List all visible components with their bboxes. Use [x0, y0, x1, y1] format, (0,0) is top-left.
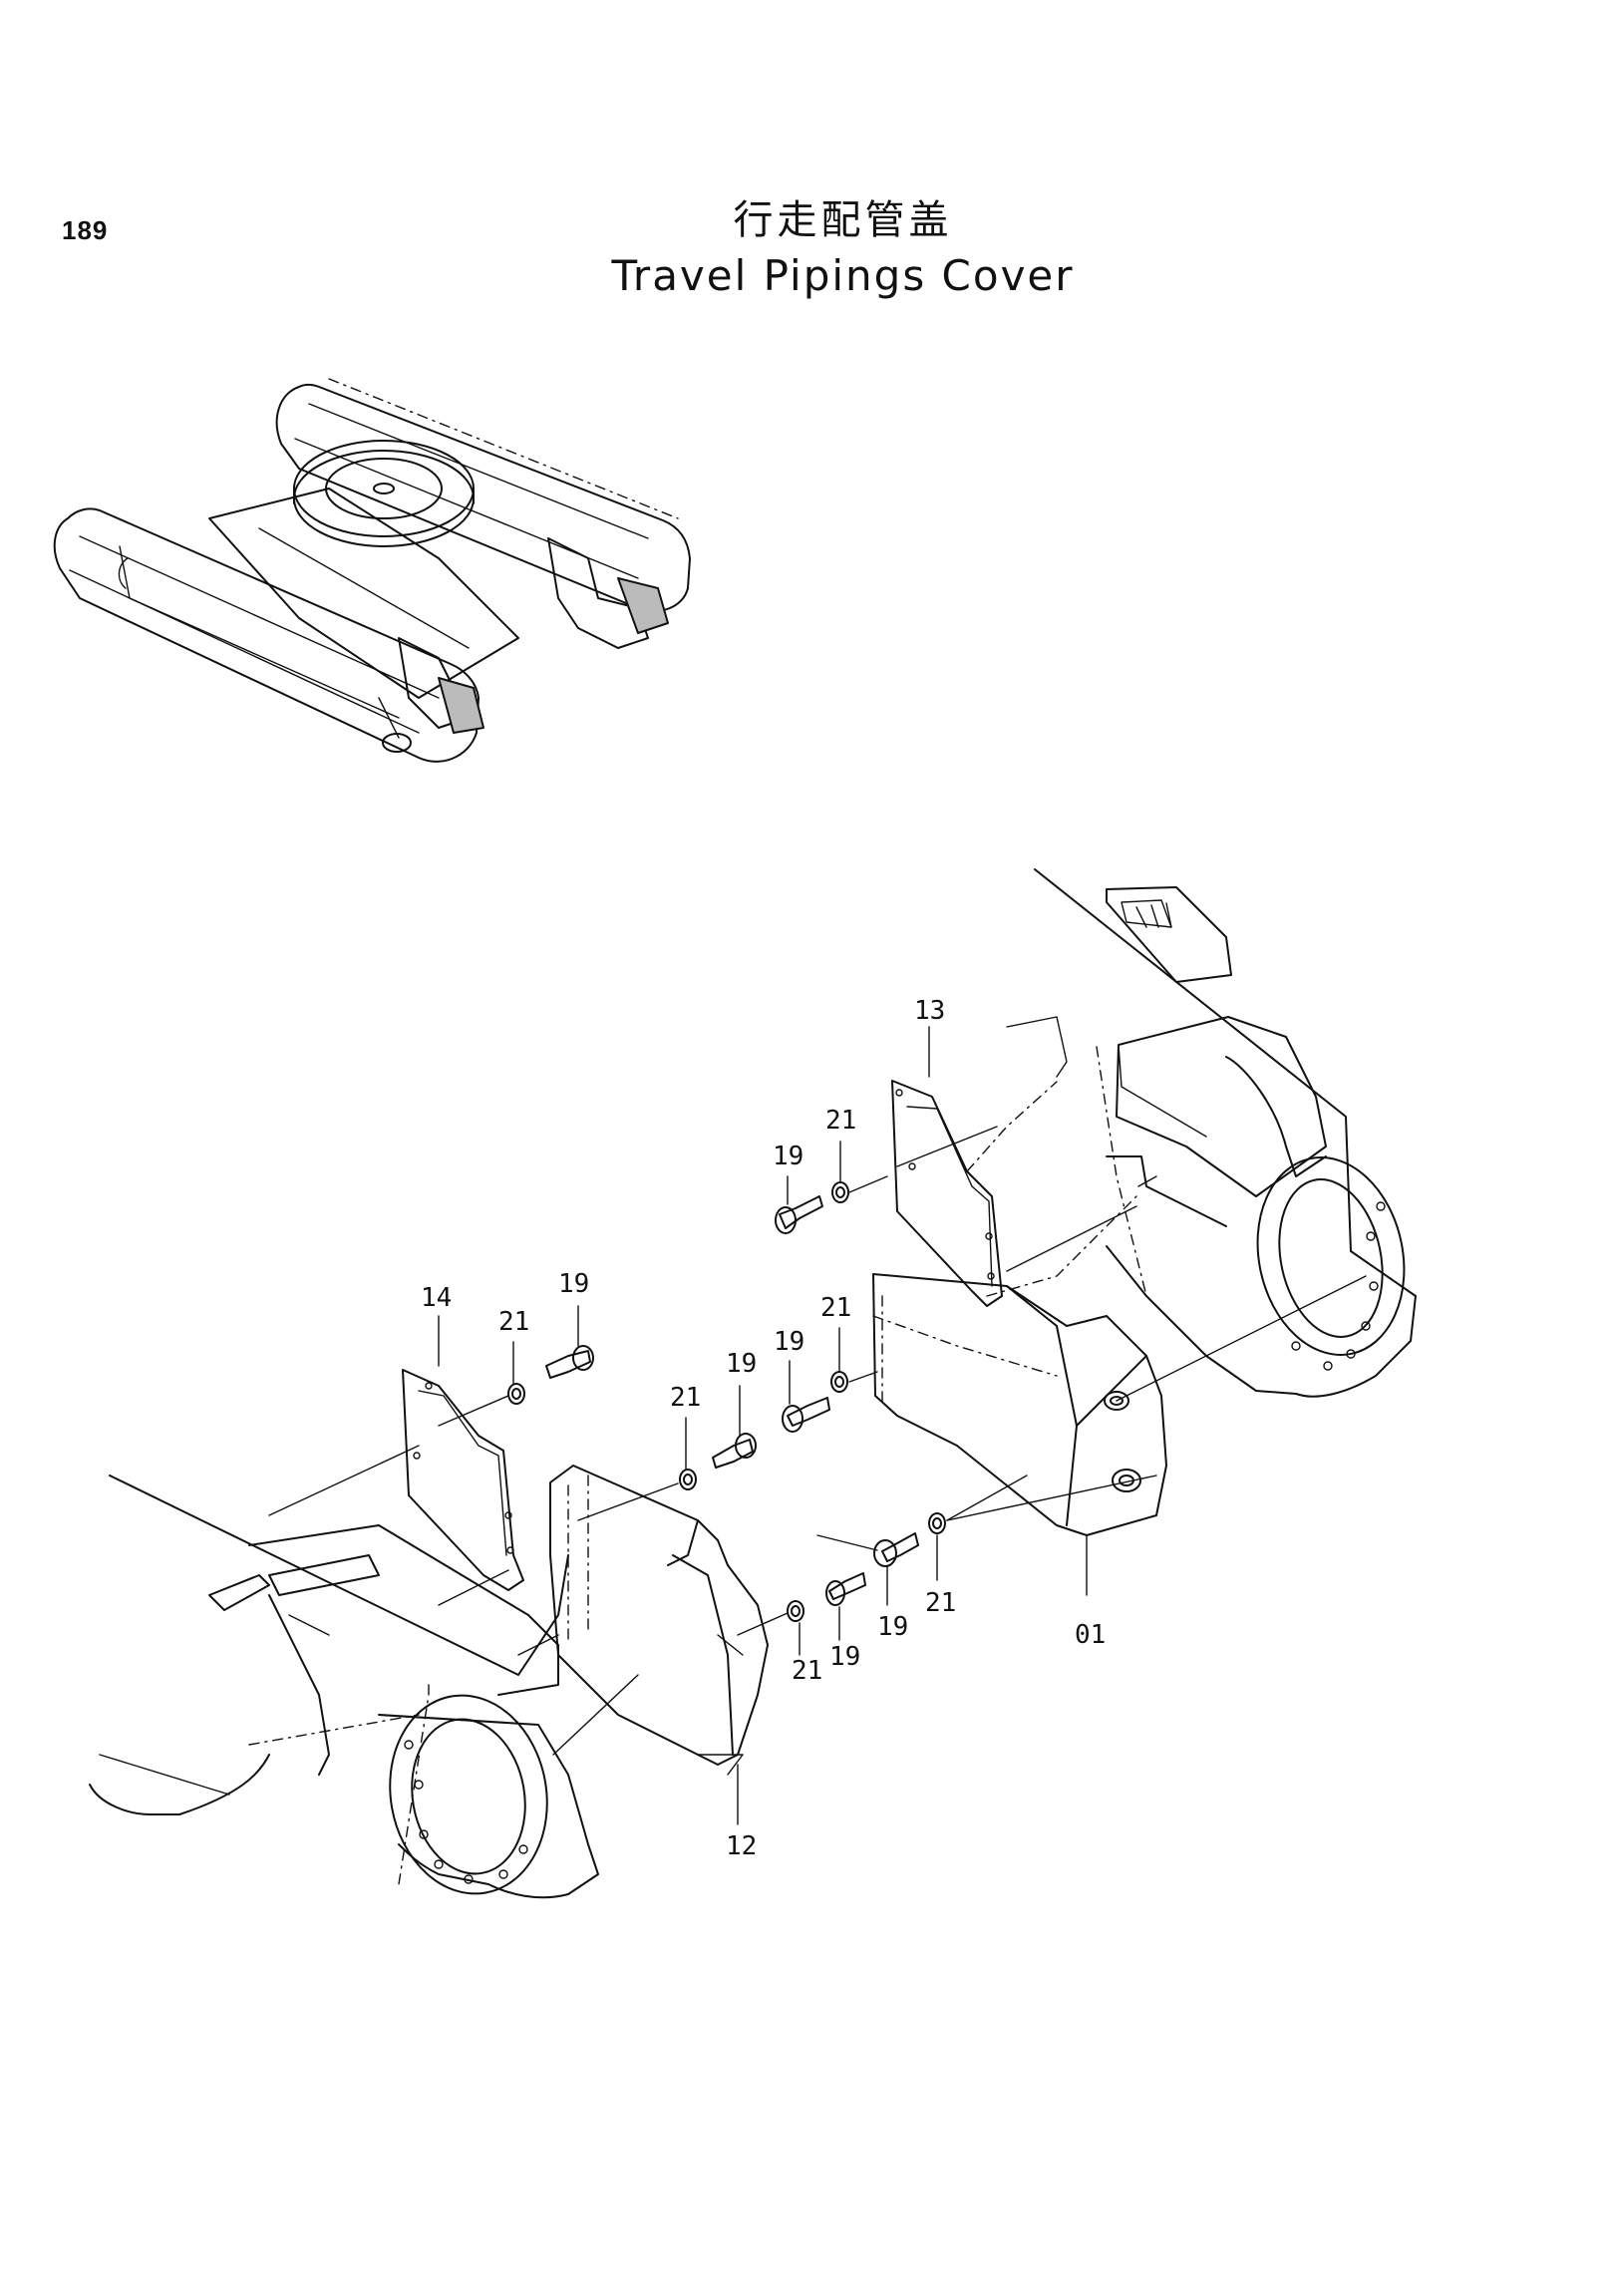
- callout-21: 21: [498, 1307, 529, 1337]
- exploded-view: 13 21 19 14 21 19 21 19 19 21 21 19 19 2…: [89, 868, 1417, 1899]
- callout-21: 21: [925, 1588, 956, 1618]
- callout-12: 12: [726, 1831, 757, 1861]
- assembly-lines: [268, 1126, 1367, 1756]
- callout-21: 21: [825, 1106, 856, 1136]
- callout-21: 21: [670, 1383, 701, 1413]
- callout-21: 21: [792, 1656, 822, 1686]
- side-frame-upper: [1006, 868, 1417, 1398]
- undercarriage-overview: [53, 378, 691, 763]
- part-14-cover-plate: [402, 1315, 524, 1591]
- callout-19: 19: [877, 1612, 908, 1642]
- page-title-english: Travel Pipings Cover: [611, 251, 1075, 300]
- callout-19: 19: [558, 1269, 589, 1299]
- callout-labels: 13 21 19 14 21 19 21 19 19 21 21 19 19 2…: [421, 996, 1106, 1861]
- callout-19: 19: [829, 1642, 860, 1672]
- side-frame-lower: [89, 1475, 599, 1899]
- callout-19: 19: [726, 1349, 757, 1379]
- part-12-lower-cover: [549, 1465, 769, 1825]
- callout-14: 14: [421, 1283, 452, 1313]
- callout-13: 13: [914, 996, 945, 1026]
- callout-19: 19: [773, 1142, 803, 1171]
- fasteners: [438, 1141, 1028, 1656]
- part-01-main-cover: [872, 1273, 1167, 1596]
- callout-01: 01: [1075, 1620, 1106, 1650]
- callout-21: 21: [820, 1293, 851, 1323]
- page-title-chinese: 行走配管盖: [733, 197, 953, 243]
- page-number: 189: [62, 215, 109, 245]
- part-13-cover-plate: [891, 1026, 1137, 1307]
- callout-19: 19: [774, 1327, 804, 1357]
